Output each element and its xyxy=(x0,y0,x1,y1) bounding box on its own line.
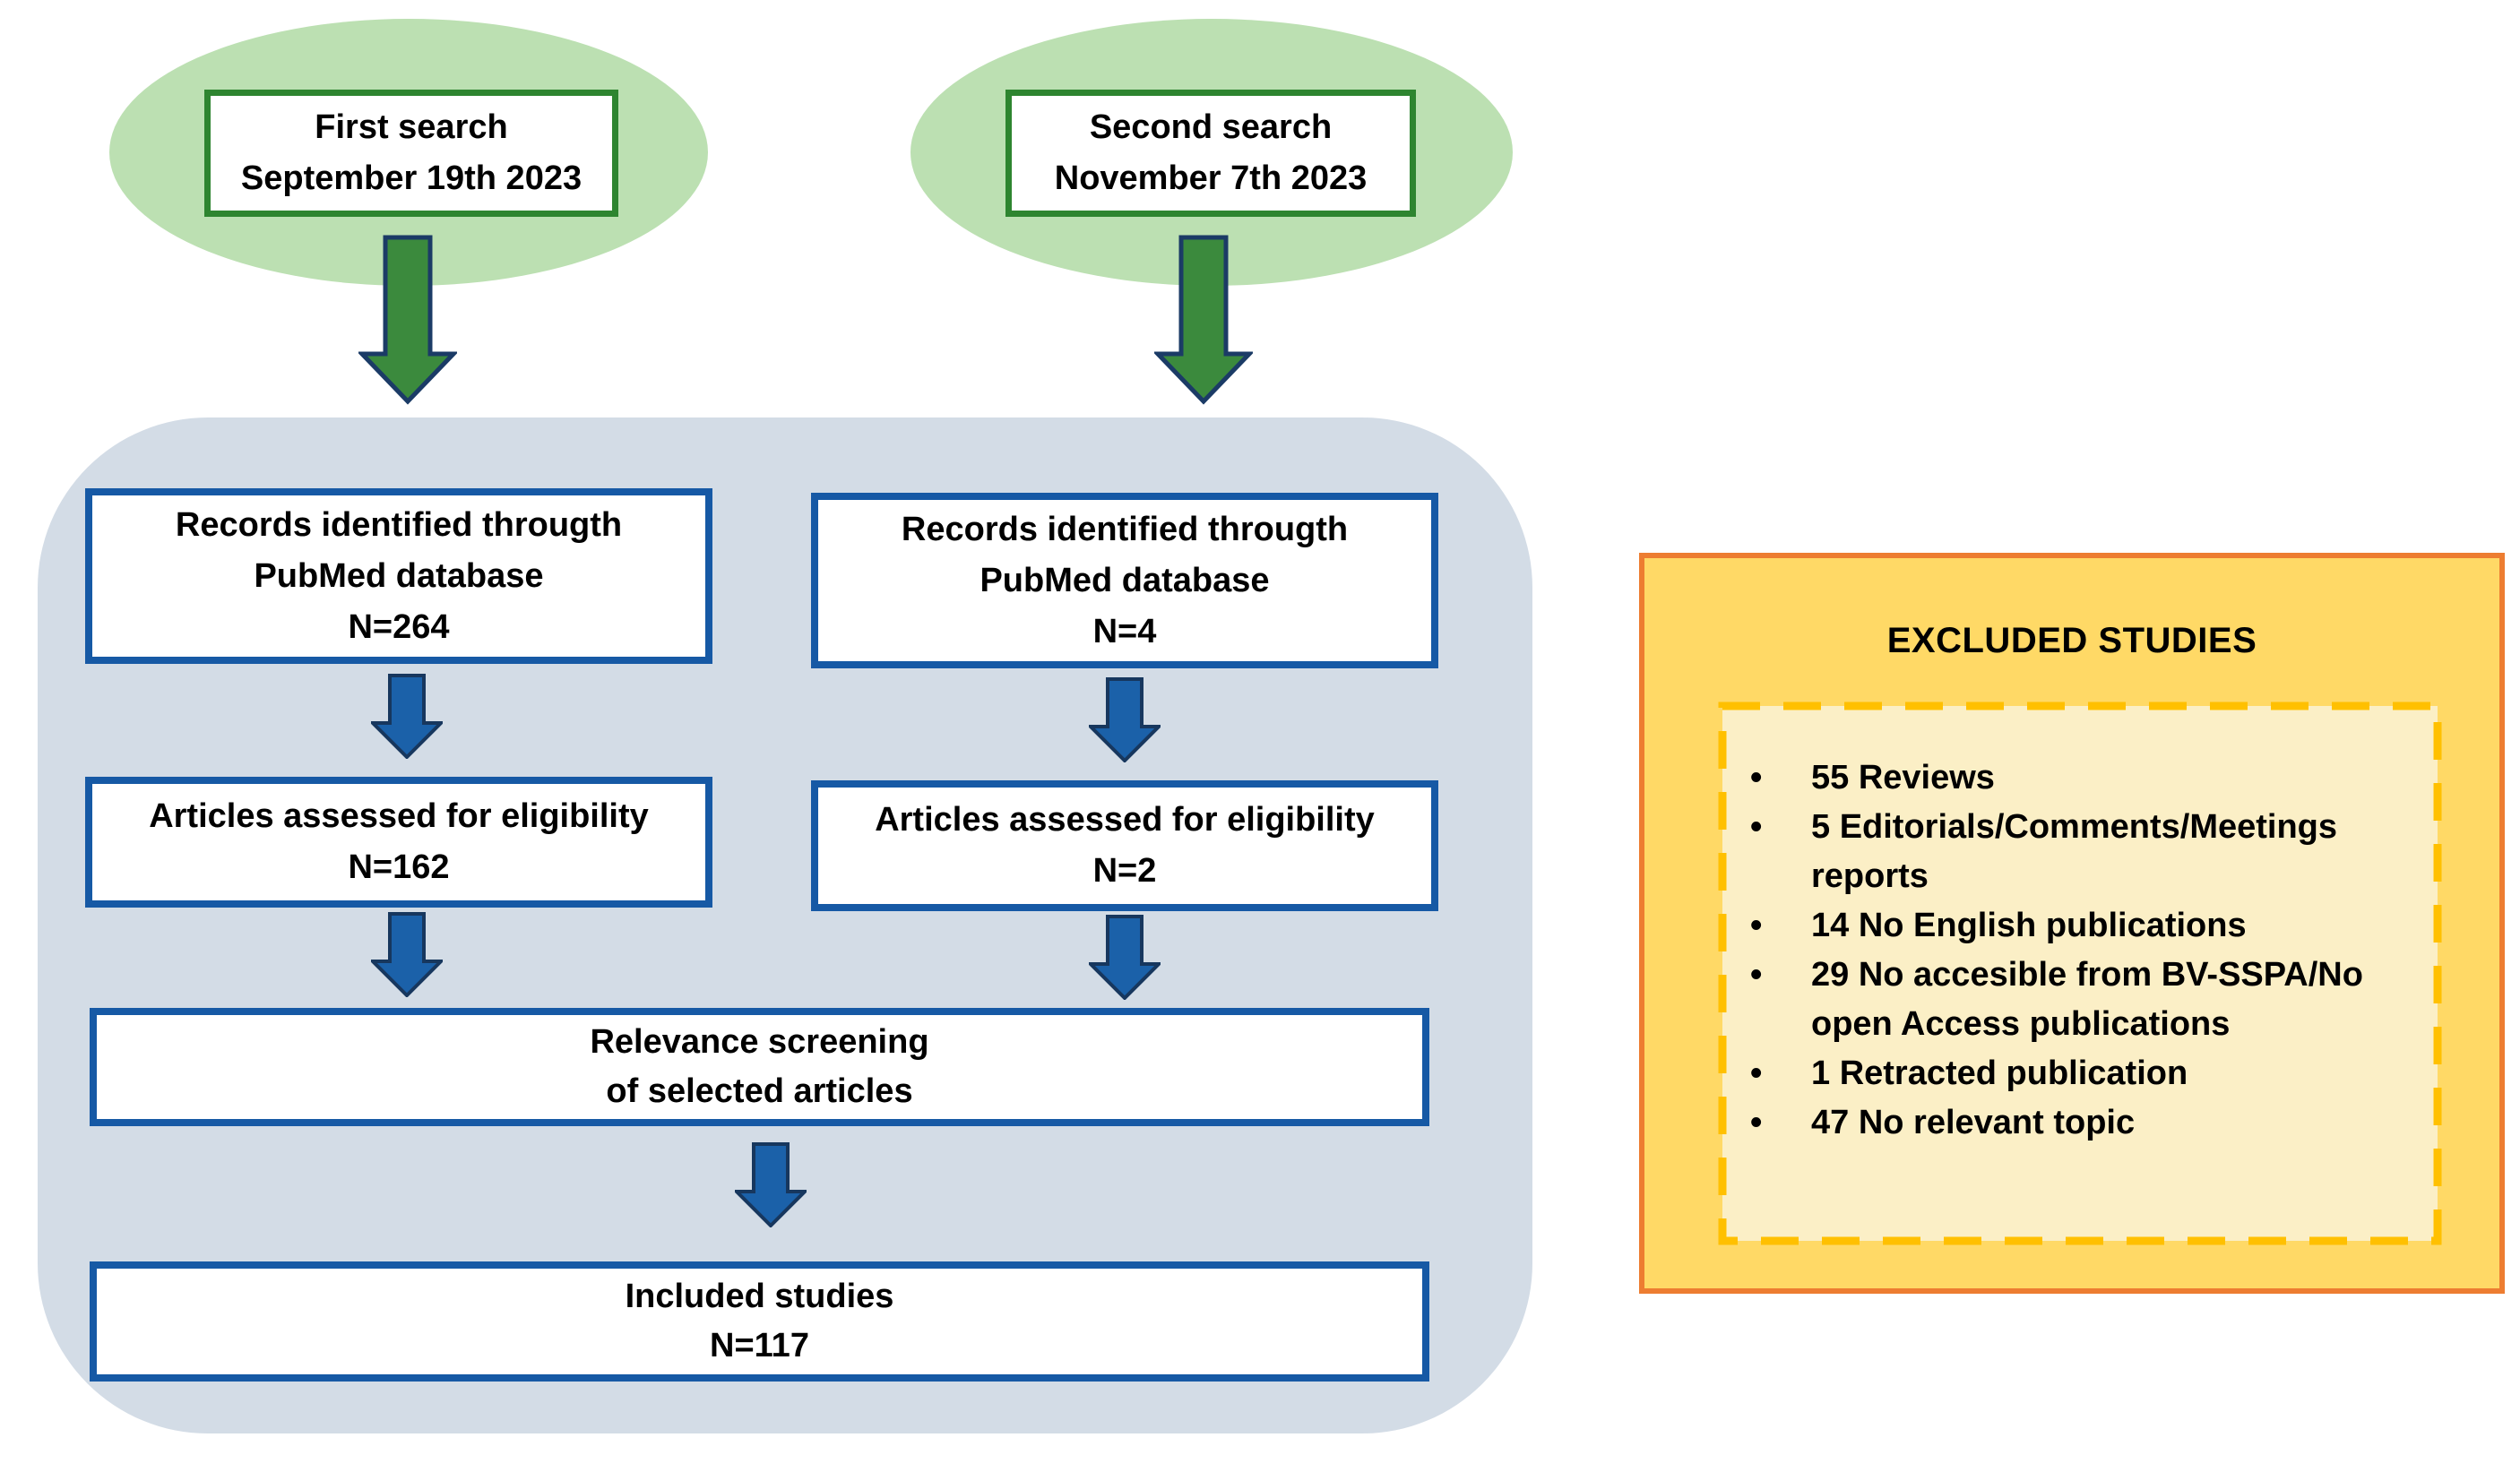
excluded-studies-title: EXCLUDED STUDIES xyxy=(1886,621,2257,660)
excluded-studies-list: 55 Reviews 5 Editorials/Comments/Meeting… xyxy=(1718,702,2442,1245)
second-search-line-2: November 7th 2023 xyxy=(1054,159,1368,197)
relevance-screening-box: Relevance screening of selected articles xyxy=(90,1008,1429,1126)
excluded-item-no-english: 14 No English publications xyxy=(1747,901,2424,951)
blue-down-arrow-icon xyxy=(371,912,443,997)
excluded-item-line: reports xyxy=(1811,857,1929,895)
eligibility-box-first: Articles assessed for eligibility N=162 xyxy=(85,777,712,908)
blue-down-arrow-icon xyxy=(1089,677,1161,762)
blue-down-arrow-icon xyxy=(735,1142,807,1227)
second-search-box: Second search November 7th 2023 xyxy=(1005,90,1416,217)
first-search-line-2: September 19th 2023 xyxy=(240,159,583,197)
eligibility-second-count: N=2 xyxy=(1092,852,1157,890)
blue-down-arrow-icon xyxy=(1089,915,1161,1000)
second-search-line-1: Second search xyxy=(1089,108,1333,146)
records-identified-box-first: Records identified througth PubMed datab… xyxy=(85,488,712,664)
excluded-item-editorials: 5 Editorials/Comments/Meetings reports xyxy=(1747,803,2424,901)
excluded-item-line: 14 No English publications xyxy=(1811,907,2247,944)
excluded-item-line: 5 Editorials/Comments/Meetings xyxy=(1811,808,2338,846)
blue-down-arrow-icon xyxy=(371,674,443,759)
eligibility-first-line-1: Articles assessed for eligibility xyxy=(149,797,649,835)
records-identified-box-second: Records identified througth PubMed datab… xyxy=(811,493,1438,668)
records-second-count: N=4 xyxy=(1092,612,1157,650)
excluded-item-line: 47 No relevant topic xyxy=(1811,1104,2136,1141)
excluded-item-line: 29 No accesible from BV-SSPA/No xyxy=(1811,956,2363,994)
excluded-item-no-access: 29 No accesible from BV-SSPA/No open Acc… xyxy=(1747,951,2424,1049)
records-second-line-2: PubMed database xyxy=(980,561,1270,599)
records-second-line-1: Records identified througth xyxy=(901,510,1349,548)
eligibility-first-count: N=162 xyxy=(348,848,450,886)
included-studies-box: Included studies N=117 xyxy=(90,1261,1429,1382)
excluded-studies-inner-box: 55 Reviews 5 Editorials/Comments/Meeting… xyxy=(1718,702,2442,1245)
records-first-line-1: Records identified througth xyxy=(175,505,623,544)
eligibility-box-second: Articles assessed for eligibility N=2 xyxy=(811,780,1438,911)
records-first-count: N=264 xyxy=(348,607,450,646)
excluded-item-reviews: 55 Reviews xyxy=(1747,753,2424,803)
included-count: N=117 xyxy=(710,1327,809,1364)
excluded-item-no-relevant: 47 No relevant topic xyxy=(1747,1098,2424,1148)
first-search-box: First search September 19th 2023 xyxy=(204,90,618,217)
relevance-line-2: of selected articles xyxy=(606,1072,913,1110)
relevance-line-1: Relevance screening xyxy=(590,1023,929,1061)
excluded-item-line: 1 Retracted publication xyxy=(1811,1055,2188,1092)
excluded-studies-panel: EXCLUDED STUDIES 55 Reviews 5 Editorials… xyxy=(1639,553,2505,1294)
green-down-arrow-icon xyxy=(358,235,457,405)
first-search-line-1: First search xyxy=(315,108,508,146)
records-first-line-2: PubMed database xyxy=(254,556,544,595)
included-line-1: Included studies xyxy=(625,1278,894,1315)
excluded-item-line: open Access publications xyxy=(1811,1005,2231,1043)
excluded-item-retracted: 1 Retracted publication xyxy=(1747,1049,2424,1098)
eligibility-second-line-1: Articles assessed for eligibility xyxy=(875,801,1375,839)
green-down-arrow-icon xyxy=(1154,235,1253,405)
excluded-item-line: 55 Reviews xyxy=(1811,759,1995,796)
